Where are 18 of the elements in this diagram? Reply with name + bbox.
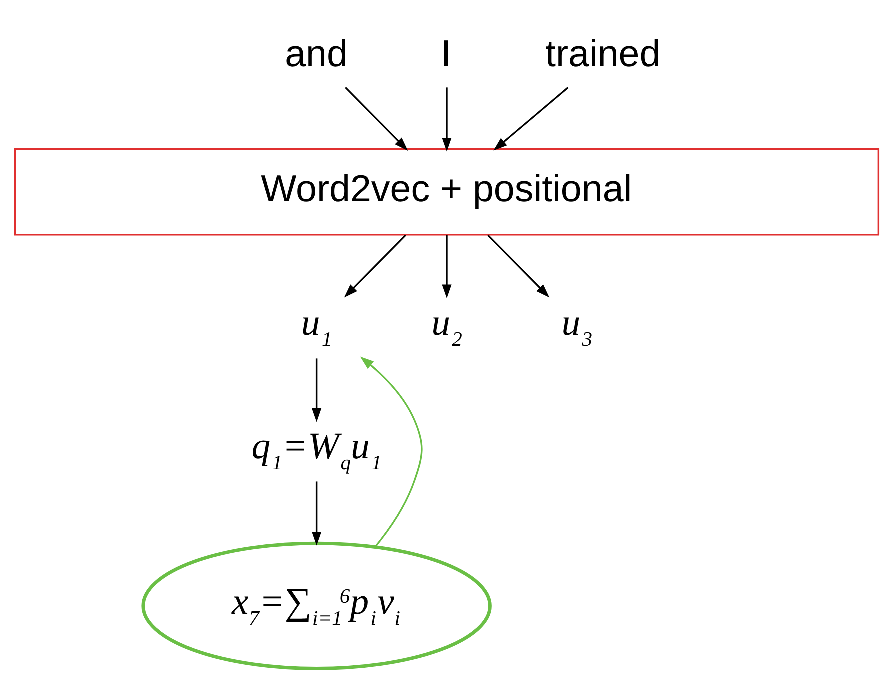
- node-text: u$_{3}$: [562, 302, 593, 351]
- arrow: [442, 87, 452, 152]
- node-text: u$_{2}$: [432, 302, 462, 351]
- node-text: and: [285, 32, 348, 74]
- node-text: I: [441, 32, 452, 74]
- arrow: [312, 481, 322, 546]
- arrow: [345, 86, 408, 150]
- arrow: [442, 234, 452, 298]
- node-box: Word2vec + positional: [14, 148, 880, 236]
- arrow: [344, 234, 406, 298]
- arrow: [312, 358, 322, 422]
- node-ellipse: x$_{7}$=∑$_{i=1}$$^{6}$p$_{i}$v$_{i}$: [142, 541, 492, 670]
- arrow: [494, 86, 569, 150]
- node-text: trained: [545, 32, 661, 74]
- node-text: u$_{1}$: [301, 302, 332, 351]
- node-text: q$_{1}$=W$_{q}$u$_{1}$: [252, 425, 382, 474]
- arrow: [488, 234, 550, 298]
- arrow: [360, 356, 423, 547]
